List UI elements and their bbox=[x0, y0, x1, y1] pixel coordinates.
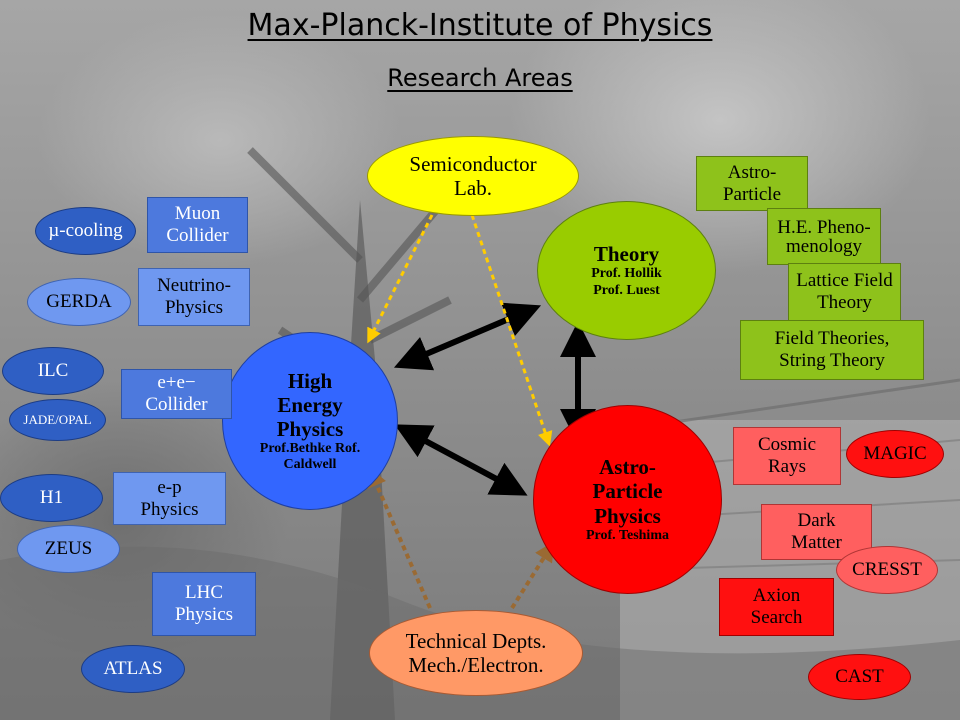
zeus-label: ZEUS bbox=[44, 538, 93, 560]
h1-label: H1 bbox=[39, 487, 64, 509]
theory-node: Theory Prof. Hollik Prof. Luest bbox=[537, 201, 716, 340]
ilc-node: ILC bbox=[2, 347, 104, 395]
semiconductor-label: Semiconductor Lab. bbox=[409, 151, 537, 200]
page-subtitle: Research Areas bbox=[387, 64, 573, 92]
theory-heads: Prof. Hollik Prof. Luest bbox=[591, 266, 662, 298]
magic-label: MAGIC bbox=[863, 443, 927, 465]
astro-particle-theory-node: Astro- Particle bbox=[696, 156, 808, 211]
theory-title: Theory bbox=[593, 242, 660, 267]
cosmic-rays-label: Cosmic Rays bbox=[757, 434, 817, 477]
astro-heads: Prof. Teshima bbox=[586, 527, 669, 543]
ee-collider-node: e+e− Collider bbox=[121, 369, 232, 419]
lattice-node: Lattice Field Theory bbox=[788, 263, 901, 321]
mu-cooling-label: µ-cooling bbox=[48, 220, 123, 242]
lhc-physics-node: LHC Physics bbox=[152, 572, 256, 636]
zeus-node: ZEUS bbox=[17, 525, 120, 573]
arrow-hep-astro bbox=[394, 424, 528, 496]
lattice-label: Lattice Field Theory bbox=[796, 270, 893, 313]
cast-node: CAST bbox=[808, 654, 911, 700]
he-phenomenology-node: H.E. Pheno- menology bbox=[767, 208, 881, 265]
arrow-semiconductor-hep bbox=[367, 214, 434, 344]
arrow-semiconductor-astro bbox=[470, 214, 553, 447]
hep-title: High Energy Physics bbox=[276, 368, 344, 441]
neutrino-physics-label: Neutrino- Physics bbox=[157, 275, 231, 318]
dark-matter-label: Dark Matter bbox=[791, 510, 842, 553]
h1-node: H1 bbox=[0, 474, 103, 522]
axion-search-node: Axion Search bbox=[719, 578, 834, 636]
he-phenomenology-label: H.E. Pheno- menology bbox=[777, 216, 871, 257]
jade-opal-node: JADE/OPAL bbox=[9, 399, 106, 441]
lhc-physics-label: LHC Physics bbox=[174, 582, 234, 625]
semiconductor-node: Semiconductor Lab. bbox=[367, 136, 579, 216]
atlas-node: ATLAS bbox=[81, 645, 185, 693]
magic-node: MAGIC bbox=[846, 430, 944, 478]
cosmic-rays-node: Cosmic Rays bbox=[733, 427, 841, 485]
arrow-technical-astro bbox=[510, 541, 555, 610]
gerda-label: GERDA bbox=[46, 291, 112, 313]
hep-heads: Prof.Bethke Rof. Caldwell bbox=[259, 441, 361, 473]
ep-physics-node: e-p Physics bbox=[113, 472, 226, 525]
mu-cooling-node: µ-cooling bbox=[35, 207, 136, 255]
cresst-node: CRESST bbox=[836, 546, 938, 594]
technical-label: Technical Depts. Mech./Electron. bbox=[405, 628, 547, 677]
arrow-hep-theory bbox=[393, 302, 542, 371]
technical-node: Technical Depts. Mech./Electron. bbox=[369, 610, 583, 696]
atlas-label: ATLAS bbox=[103, 658, 163, 680]
axion-search-label: Axion Search bbox=[750, 585, 803, 628]
neutrino-physics-node: Neutrino- Physics bbox=[138, 268, 250, 326]
string-theory-node: Field Theories, String Theory bbox=[740, 320, 924, 380]
cast-label: CAST bbox=[835, 666, 884, 688]
ilc-label: ILC bbox=[37, 360, 69, 382]
jade-opal-label: JADE/OPAL bbox=[23, 411, 92, 427]
astro-particle-theory-label: Astro- Particle bbox=[722, 161, 782, 205]
page-title: Max-Planck-Institute of Physics bbox=[247, 8, 713, 43]
ep-physics-label: e-p Physics bbox=[140, 476, 199, 520]
arrow-technical-hep bbox=[367, 466, 432, 609]
cresst-label: CRESST bbox=[852, 559, 922, 581]
ee-collider-label: e+e− Collider bbox=[145, 372, 208, 415]
dark-matter-node: Dark Matter bbox=[761, 504, 872, 560]
muon-collider-node: Muon Collider bbox=[147, 197, 248, 253]
muon-collider-label: Muon Collider bbox=[166, 203, 229, 246]
hep-node: High Energy Physics Prof.Bethke Rof. Cal… bbox=[222, 332, 398, 510]
string-theory-label: Field Theories, String Theory bbox=[774, 328, 890, 371]
gerda-node: GERDA bbox=[27, 278, 131, 326]
astro-title: Astro- Particle Physics bbox=[592, 455, 663, 528]
astro-node: Astro- Particle Physics Prof. Teshima bbox=[533, 405, 722, 594]
